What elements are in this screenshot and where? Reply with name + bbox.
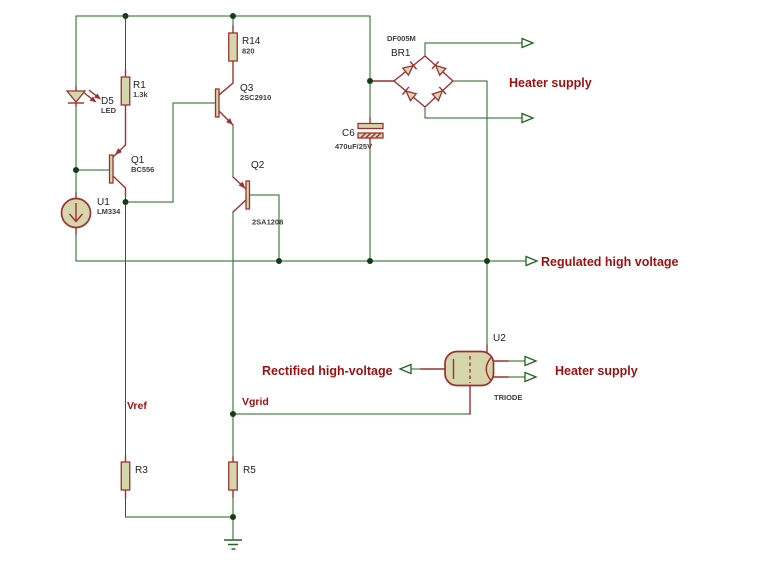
d5-value-label: LED <box>101 106 117 115</box>
u1-ref-label: U1 <box>97 197 110 208</box>
terminal-label-regulated-hv: Regulated high voltage <box>541 255 679 269</box>
wire-r3-bottom[interactable] <box>124 497 234 518</box>
c6-ref-label: C6 <box>342 128 355 139</box>
cap-plate-top <box>357 122 384 130</box>
component-q3[interactable] <box>214 88 235 127</box>
bridge-diode-3 <box>401 86 418 102</box>
resistor-body <box>228 461 238 491</box>
wire-bridge-right-drop[interactable] <box>452 80 488 346</box>
junction-dot <box>122 199 129 205</box>
r1-value-label: 1.3k <box>133 90 148 99</box>
current-source-arrow-barbs <box>68 213 84 223</box>
terminal-arrows <box>398 37 539 383</box>
junction-dots <box>73 13 490 520</box>
junction-dot <box>230 411 236 417</box>
net-label-vgrid[interactable]: Vgrid <box>242 396 269 408</box>
q2-ref-label: Q2 <box>251 160 265 171</box>
transistor-base-bar <box>245 180 251 210</box>
d5-ref-label: D5 <box>101 96 114 107</box>
r14-value-label: 820 <box>242 47 255 56</box>
transistor-base-bar <box>214 88 220 118</box>
cap-plate-hatch <box>360 132 381 139</box>
junction-dot <box>367 78 373 84</box>
component-r1[interactable] <box>120 76 131 106</box>
component-r5[interactable] <box>228 461 238 491</box>
q3-ref-label: Q3 <box>240 83 254 94</box>
u2-ref-label: U2 <box>493 333 506 344</box>
cap-plate-bottom <box>357 132 384 139</box>
component-c6[interactable] <box>357 122 384 139</box>
terminal-label-rectified-hv: Rectified high-voltage <box>262 364 393 378</box>
component-r14[interactable] <box>228 32 238 62</box>
c6-value-label: 470uF/25V <box>335 142 372 151</box>
component-q2[interactable] <box>238 180 251 210</box>
component-u2-triode[interactable] <box>444 350 495 387</box>
r14-pins <box>218 25 234 96</box>
bridge-diode-2 <box>431 60 447 77</box>
resistor-body <box>120 76 131 106</box>
led-triangle <box>65 90 87 104</box>
tube-cathode-arc <box>485 357 492 381</box>
wire-q3-base-riser[interactable] <box>124 102 217 203</box>
q2-collector-pin <box>232 199 247 213</box>
component-r3[interactable] <box>120 461 131 491</box>
component-q1[interactable] <box>108 148 122 184</box>
transistor-base-bar <box>108 154 114 184</box>
junction-dot <box>122 13 129 19</box>
tube-envelope <box>444 350 495 387</box>
component-d5-led[interactable] <box>65 89 101 104</box>
terminal-label-heater-tube: Heater supply <box>555 364 638 378</box>
q1-emitter-arrow <box>115 148 122 155</box>
junction-dot <box>367 258 373 264</box>
ground-symbol[interactable] <box>224 539 242 550</box>
wire-q2-base[interactable] <box>248 194 280 262</box>
resistor-body <box>228 32 238 62</box>
q3-emitter-arrow <box>226 118 233 125</box>
bridge-diode-1 <box>401 61 418 77</box>
q2-value-label: 2SA1208 <box>252 218 283 227</box>
led-emission-arrowhead-1 <box>89 96 97 103</box>
led-emission-arrowhead-2 <box>94 93 101 100</box>
terminal-label-heater-bridge: Heater supply <box>509 76 592 90</box>
heater-tube-top-arrow-icon[interactable] <box>524 355 538 367</box>
net-label-vref[interactable]: Vref <box>127 400 147 412</box>
q1-collector-pin <box>112 175 127 197</box>
labels: D5 LED R1 1.3k R14 820 Q1 BC556 Q3 2SC29… <box>97 34 679 476</box>
junction-dot <box>276 258 282 264</box>
wire-bridge-out-bottom[interactable] <box>424 106 523 119</box>
q1-ref-label: Q1 <box>131 155 145 166</box>
junction-dot <box>484 258 490 264</box>
q3-value-label: 2SC2910 <box>240 93 271 102</box>
br1-ref-label: BR1 <box>391 48 411 59</box>
pins <box>75 25 509 499</box>
br1-value-label: DF005M <box>387 34 416 43</box>
junction-dot <box>230 13 236 19</box>
heater-tube-bottom-arrow-icon[interactable] <box>524 371 538 383</box>
heater-bridge-top-arrow-icon[interactable] <box>521 37 535 49</box>
u2-value-label: TRIODE <box>494 393 522 402</box>
wire-bridge-out-top[interactable] <box>424 42 523 57</box>
heater-bridge-bottom-arrow-icon[interactable] <box>521 112 535 124</box>
bridge-diamond <box>392 55 455 108</box>
q1-value-label: BC556 <box>131 165 154 174</box>
r5-ref-label: R5 <box>243 465 256 476</box>
junction-dot <box>73 167 79 173</box>
u1-value-label: LM334 <box>97 207 121 216</box>
regulated-hv-arrow-icon[interactable] <box>525 255 539 267</box>
junction-dot <box>230 514 236 520</box>
component-u1-current-source[interactable] <box>60 197 92 229</box>
r14-ref-label: R14 <box>242 36 261 47</box>
resistor-body <box>120 461 131 491</box>
r1-ref-label: R1 <box>133 80 146 91</box>
rectified-hv-arrow-icon[interactable] <box>398 363 412 375</box>
q2-emitter-arrow <box>238 181 246 189</box>
bridge-diode-4 <box>431 86 447 102</box>
r3-ref-label: R3 <box>135 465 148 476</box>
component-br1-bridge[interactable] <box>392 55 455 108</box>
